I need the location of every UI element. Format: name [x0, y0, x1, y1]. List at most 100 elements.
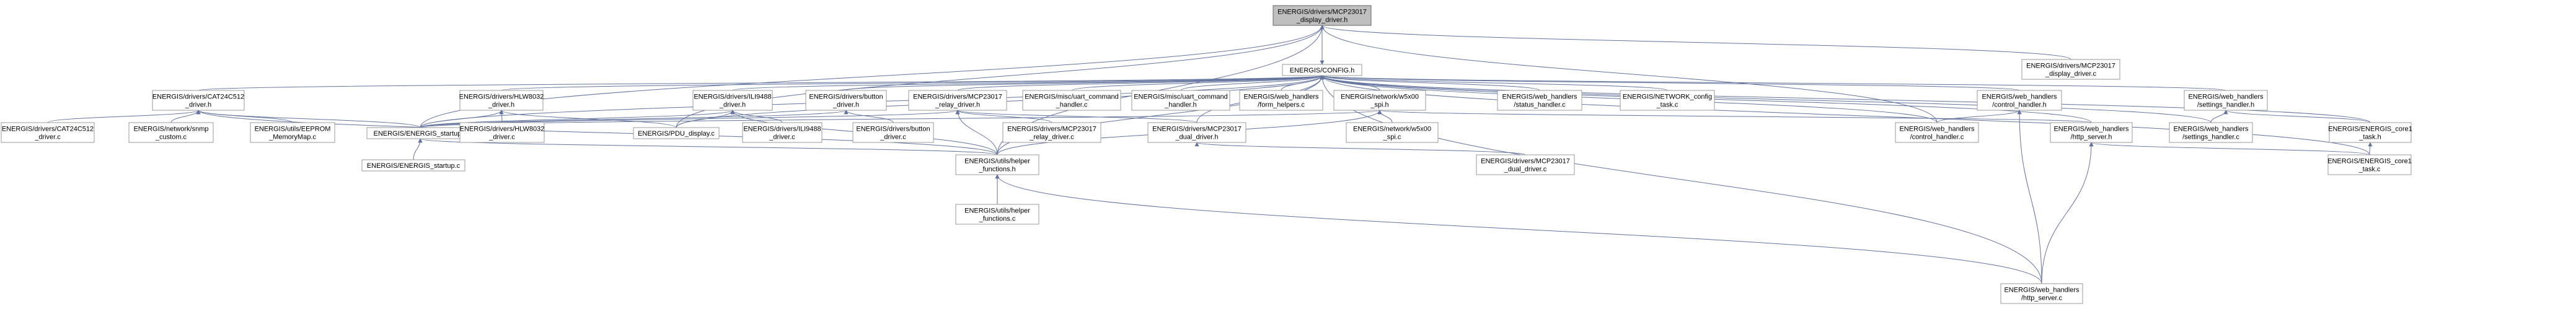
graph-node[interactable]: ENERGIS/drivers/CAT24C512_driver.h: [152, 90, 245, 111]
graph-node[interactable]: ENERGIS/ENERGIS_core1_task.c: [2327, 154, 2412, 175]
node-box: [1002, 122, 1101, 143]
nodes-layer: ENERGIS/drivers/MCP23017_display_driver.…: [1, 5, 2412, 304]
root-node[interactable]: ENERGIS/drivers/MCP23017_display_driver.…: [1273, 5, 1372, 26]
edge-n32-to-n3: [196, 110, 998, 155]
node-box: [2169, 122, 2253, 143]
node-label-line: ENERGIS/drivers/MCP23017: [913, 94, 1002, 101]
graph-node[interactable]: ENERGIS/utils/helper_functions.c: [955, 204, 1039, 225]
graph-node[interactable]: ENERGIS/drivers/HLW8032_driver.c: [459, 122, 545, 143]
node-label-line: _spi.c: [1383, 134, 1401, 141]
node-box: [250, 122, 335, 143]
graph-node[interactable]: ENERGIS/misc/uart_command_handler.c: [1022, 90, 1121, 111]
edge-n30-to-n1: [1320, 75, 2371, 123]
graph-node[interactable]: ENERGIS/network/w5x00_spi.c: [1346, 122, 1439, 143]
graph-node[interactable]: ENERGIS/web_handlers/control_handler.c: [1895, 122, 1979, 143]
node-box: [1895, 122, 1979, 143]
node-label-line: ENERGIS/web_handlers: [1243, 94, 1319, 101]
edge-n28-to-n11: [1378, 110, 2092, 123]
graph-node[interactable]: ENERGIS/misc/uart_command_handler.h: [1131, 90, 1230, 111]
graph-node[interactable]: ENERGIS/PDU_display.c: [633, 127, 720, 139]
node-label-line: ENERGIS/web_handlers: [2173, 126, 2249, 133]
node-box: [908, 90, 1007, 111]
graph-node[interactable]: ENERGIS/drivers/HLW8032_driver.h: [459, 90, 544, 111]
node-box: [1476, 154, 1575, 175]
edge-n7-to-n1: [957, 75, 1325, 91]
node-label-line: ENERGIS/network/w5x00: [1353, 126, 1431, 133]
graph-node[interactable]: ENERGIS/utils/EEPROM_MemoryMap.c: [250, 122, 335, 143]
node-label-line: /control_handler.h: [1992, 102, 2046, 109]
node-label-line: ENERGIS/ENERGIS_core1: [2328, 126, 2412, 133]
node-box: [2184, 90, 2268, 111]
graph-node[interactable]: ENERGIS/drivers/ILI9488_driver.c: [742, 122, 823, 143]
node-label-line: ENERGIS/utils/helper: [964, 158, 1030, 165]
graph-node[interactable]: ENERGIS/drivers/MCP23017_display_driver.…: [2021, 59, 2120, 80]
node-box: [1333, 90, 1426, 111]
node-label-line: ENERGIS/drivers/button: [809, 94, 883, 101]
graph-node[interactable]: ENERGIS/network/snmp_custom.c: [128, 122, 214, 143]
node-label-line: ENERGIS/NETWORK_config: [1623, 94, 1712, 101]
node-label-line: ENERGIS/utils/helper: [964, 207, 1030, 215]
edge-n5-to-n1: [732, 75, 1324, 91]
edge-n24-to-n7: [955, 110, 1052, 123]
graph-node[interactable]: ENERGIS/web_handlers/http_server.h: [2050, 122, 2133, 143]
graph-node[interactable]: ENERGIS/drivers/CAT24C512_driver.c: [1, 122, 95, 143]
graph-node[interactable]: ENERGIS/NETWORK_config_task.c: [1620, 90, 1715, 111]
node-label-line: _relay_driver.c: [1029, 134, 1074, 141]
graph-node[interactable]: ENERGIS/drivers/button_driver.c: [852, 122, 934, 143]
edge-n13-to-n1: [1320, 75, 1668, 91]
graph-node[interactable]: ENERGIS/utils/helper_functions.h: [955, 154, 1039, 175]
node-label-line: ENERGIS/drivers/CAT24C512: [152, 94, 244, 101]
graph-node[interactable]: ENERGIS/ENERGIS_startup.c: [361, 159, 465, 172]
edge-n34-to-n28: [2089, 142, 2370, 155]
edge-n16-to-n3: [47, 110, 201, 123]
graph-node[interactable]: ENERGIS/drivers/MCP23017_dual_driver.h: [1147, 122, 1246, 143]
node-box: [692, 90, 773, 111]
graph-node[interactable]: ENERGIS/network/w5x00_spi.h: [1333, 90, 1426, 111]
node-label-line: ENERGIS/utils/EEPROM: [255, 126, 331, 133]
edge-n23-to-n6: [844, 110, 894, 123]
edge-n25-to-n7: [955, 110, 1198, 123]
node-label-line: /http_server.h: [2071, 134, 2112, 141]
edge-n14-to-n1: [1320, 75, 2020, 91]
graph-node[interactable]: ENERGIS/CONFIG.h: [1282, 64, 1362, 76]
graph-node[interactable]: ENERGIS/drivers/button_driver.h: [805, 90, 887, 111]
node-box: [1273, 5, 1372, 26]
graph-node[interactable]: ENERGIS/drivers/ILI9488_driver.h: [692, 90, 773, 111]
edge-n30-to-n15: [2223, 110, 2371, 123]
graph-node[interactable]: ENERGIS/drivers/MCP23017_relay_driver.c: [1002, 122, 1101, 143]
node-label-line: ENERGIS/drivers/ILI9488: [694, 94, 771, 101]
node-label-line: ENERGIS/drivers/MCP23017: [1277, 9, 1367, 16]
node-label-line: ENERGIS/drivers/MCP23017: [2026, 63, 2115, 70]
graph-node[interactable]: ENERGIS/web_handlers/settings_handler.h: [2184, 90, 2268, 111]
node-box: [955, 204, 1039, 225]
edge-n19-to-n7: [420, 110, 960, 128]
graph-node[interactable]: ENERGIS/web_handlers/status_handler.c: [1497, 90, 1582, 111]
node-box: [955, 154, 1039, 175]
edge-n32-to-n7: [955, 110, 998, 155]
node-label-line: _handler.h: [1164, 102, 1196, 109]
graph-node[interactable]: ENERGIS/web_handlers/settings_handler.c: [2169, 122, 2253, 143]
graph-node[interactable]: ENERGIS/drivers/MCP23017_dual_driver.c: [1476, 154, 1575, 175]
node-box: [152, 90, 245, 111]
node-label-line: ENERGIS/drivers/CAT24C512: [2, 126, 94, 133]
node-label-line: _driver.h: [488, 102, 514, 109]
node-box: [742, 122, 823, 143]
graph-node[interactable]: ENERGIS/ENERGIS_startup.h: [366, 127, 474, 139]
graph-node[interactable]: ENERGIS/drivers/MCP23017_relay_driver.h: [908, 90, 1007, 111]
edge-n32-to-n19: [418, 138, 998, 155]
node-label-line: ENERGIS/ENERGIS_startup.h: [374, 130, 467, 137]
node-label-line: ENERGIS/web_handlers: [1982, 94, 2057, 101]
graph-node[interactable]: ENERGIS/web_handlers/http_server.c: [2000, 283, 2083, 304]
node-box: [805, 90, 887, 111]
node-label-line: _functions.h: [978, 166, 1015, 173]
edge-n6-to-n1: [845, 75, 1325, 91]
node-box: [2327, 154, 2412, 175]
graph-node[interactable]: ENERGIS/ENERGIS_core1_task.h: [2328, 122, 2412, 143]
graph-node[interactable]: ENERGIS/web_handlers/form_helpers.c: [1239, 90, 1323, 111]
graph-node[interactable]: ENERGIS/web_handlers/control_handler.h: [1977, 90, 2062, 111]
node-label-line: ENERGIS/CONFIG.h: [1290, 67, 1355, 74]
edge-n19-to-n5: [420, 110, 735, 128]
node-box: [1977, 90, 2062, 111]
node-label-line: _display_driver.c: [2045, 71, 2096, 78]
